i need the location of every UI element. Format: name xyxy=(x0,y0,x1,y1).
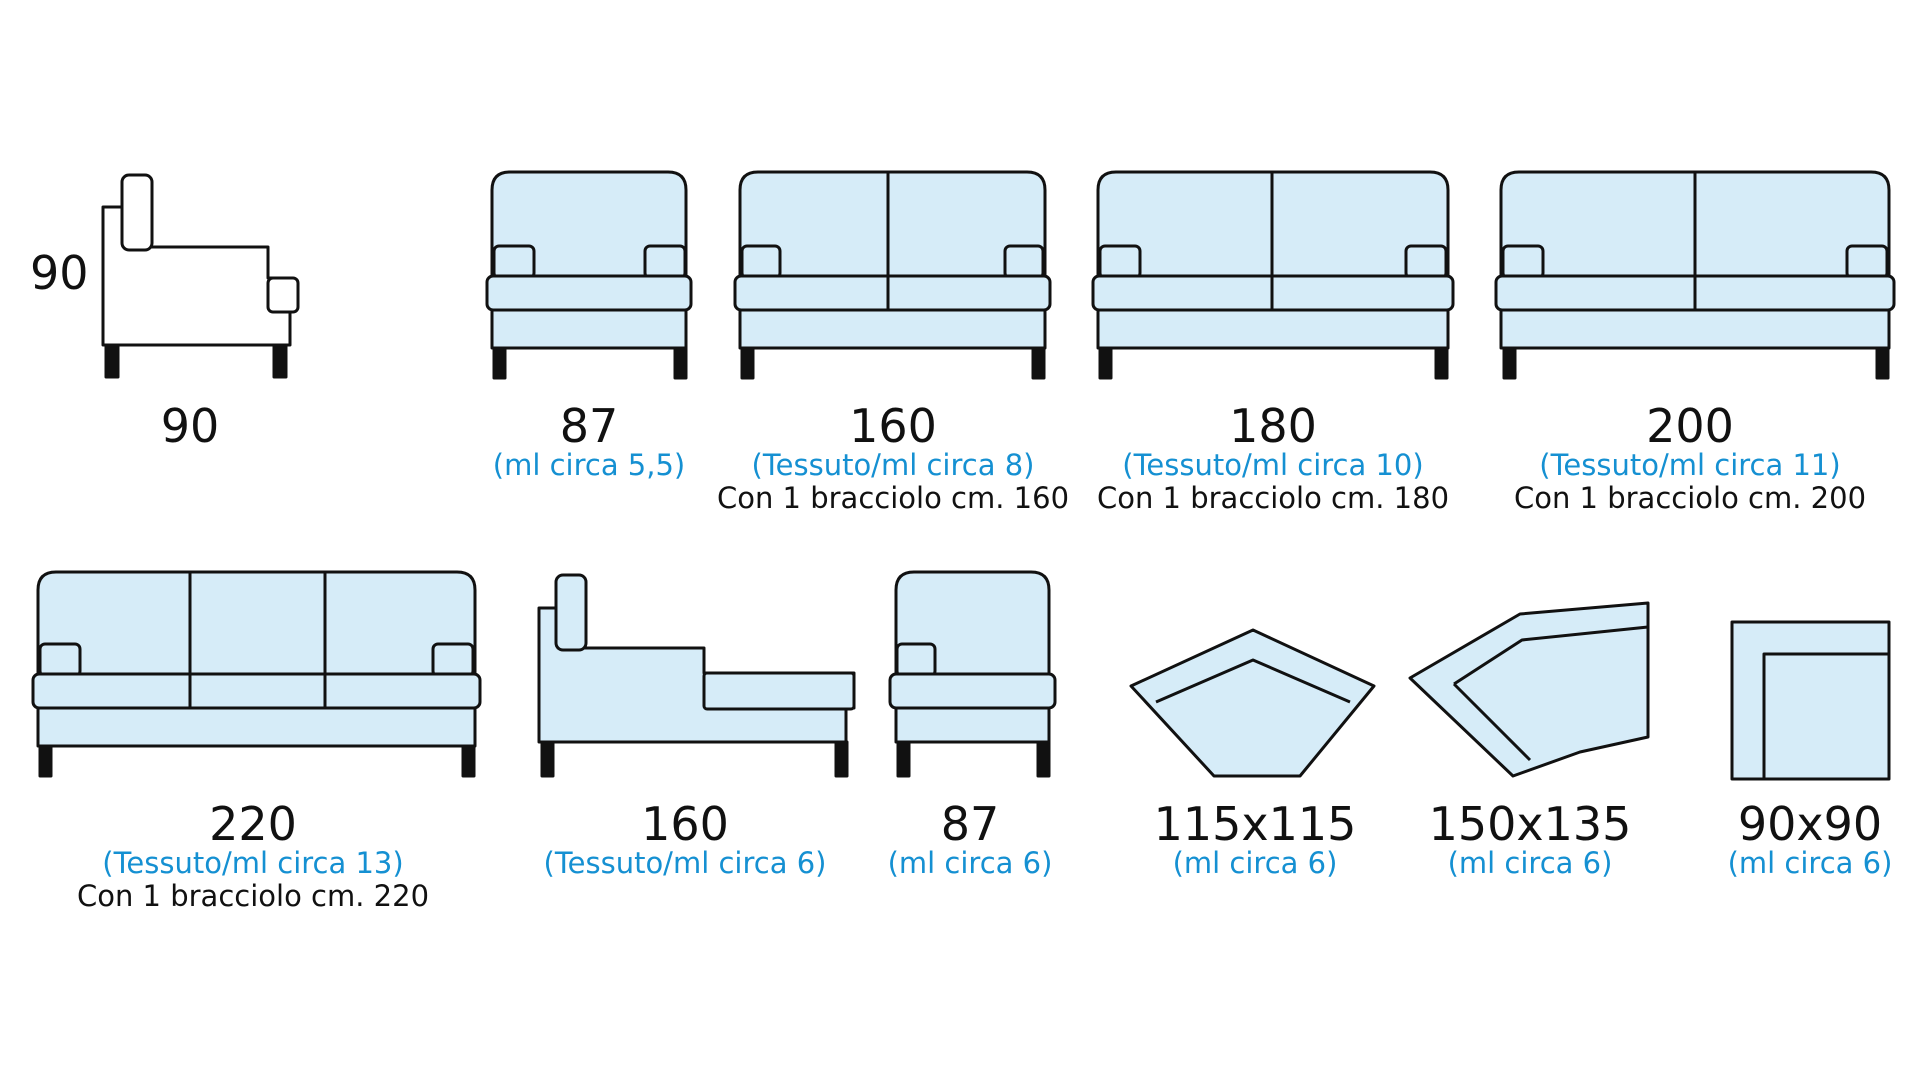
side-height-label: 90 xyxy=(30,246,89,300)
chaise-160-drawing xyxy=(537,573,856,778)
label-sofa-160: 160 (Tessuto/ml circa 8) Con 1 bracciolo… xyxy=(693,403,1093,513)
armrest-note: Con 1 bracciolo cm. 220 xyxy=(76,879,430,913)
label-chaise-160: 160 (Tessuto/ml circa 6) xyxy=(520,801,850,878)
sofa-160-drawing xyxy=(733,170,1052,380)
dimension: 150x135 xyxy=(1428,797,1632,851)
fabric-note: (Tessuto/ml circa 11) xyxy=(1539,448,1841,482)
dimension: 90x90 xyxy=(1737,797,1883,851)
corner-150-drawing xyxy=(1408,601,1650,778)
label-sofa-200: 200 (Tessuto/ml circa 11) Con 1 bracciol… xyxy=(1480,403,1900,513)
fabric-note: (ml circa 6) xyxy=(1727,846,1893,880)
label-sofa-220: 220 (Tessuto/ml circa 13) Con 1 bracciol… xyxy=(53,801,453,911)
fabric-note: (ml circa 6) xyxy=(1172,846,1338,880)
dimension: 87 xyxy=(559,399,619,453)
armchair-87-drawing xyxy=(485,170,693,380)
dimension: 115x115 xyxy=(1153,797,1357,851)
dimension: 90 xyxy=(160,399,220,453)
armrest-note: Con 1 bracciolo cm. 180 xyxy=(1096,481,1450,515)
fabric-note: (ml circa 6) xyxy=(1447,846,1613,880)
label-corner-150: 150x135 (ml circa 6) xyxy=(1405,801,1655,878)
side-profile-drawing xyxy=(101,173,300,379)
fabric-note: (Tessuto/ml circa 6) xyxy=(543,846,827,880)
fabric-note: (ml circa 6) xyxy=(887,846,1053,880)
armchair-87b-drawing xyxy=(888,570,1057,778)
fabric-note: (Tessuto/ml circa 13) xyxy=(102,846,404,880)
corner-90-drawing xyxy=(1730,620,1891,781)
fabric-note: (Tessuto/ml circa 10) xyxy=(1122,448,1424,482)
label-corner-115: 115x115 (ml circa 6) xyxy=(1130,801,1380,878)
fabric-note: (Tessuto/ml circa 8) xyxy=(751,448,1035,482)
dimension: 180 xyxy=(1229,399,1317,453)
armrest-note: Con 1 bracciolo cm. 160 xyxy=(716,481,1070,515)
fabric-note: (ml circa 5,5) xyxy=(492,448,686,482)
label-armchair-87b: 87 (ml circa 6) xyxy=(860,801,1080,878)
label-corner-90: 90x90 (ml circa 6) xyxy=(1700,801,1920,878)
dimension: 160 xyxy=(641,797,729,851)
dimension: 87 xyxy=(940,797,1000,851)
corner-115-drawing xyxy=(1129,628,1376,778)
sofa-220-drawing xyxy=(31,570,482,778)
sofa-200-drawing xyxy=(1494,170,1896,380)
dimension: 220 xyxy=(209,797,297,851)
label-sofa-180: 180 (Tessuto/ml circa 10) Con 1 bracciol… xyxy=(1073,403,1473,513)
sofa-180-drawing xyxy=(1091,170,1455,380)
dimension: 160 xyxy=(849,399,937,453)
dimension: 200 xyxy=(1646,399,1734,453)
armrest-note: Con 1 bracciolo cm. 200 xyxy=(1513,481,1867,515)
label-armchair: 87 (ml circa 5,5) xyxy=(459,403,719,480)
label-side: 90 xyxy=(90,403,290,449)
